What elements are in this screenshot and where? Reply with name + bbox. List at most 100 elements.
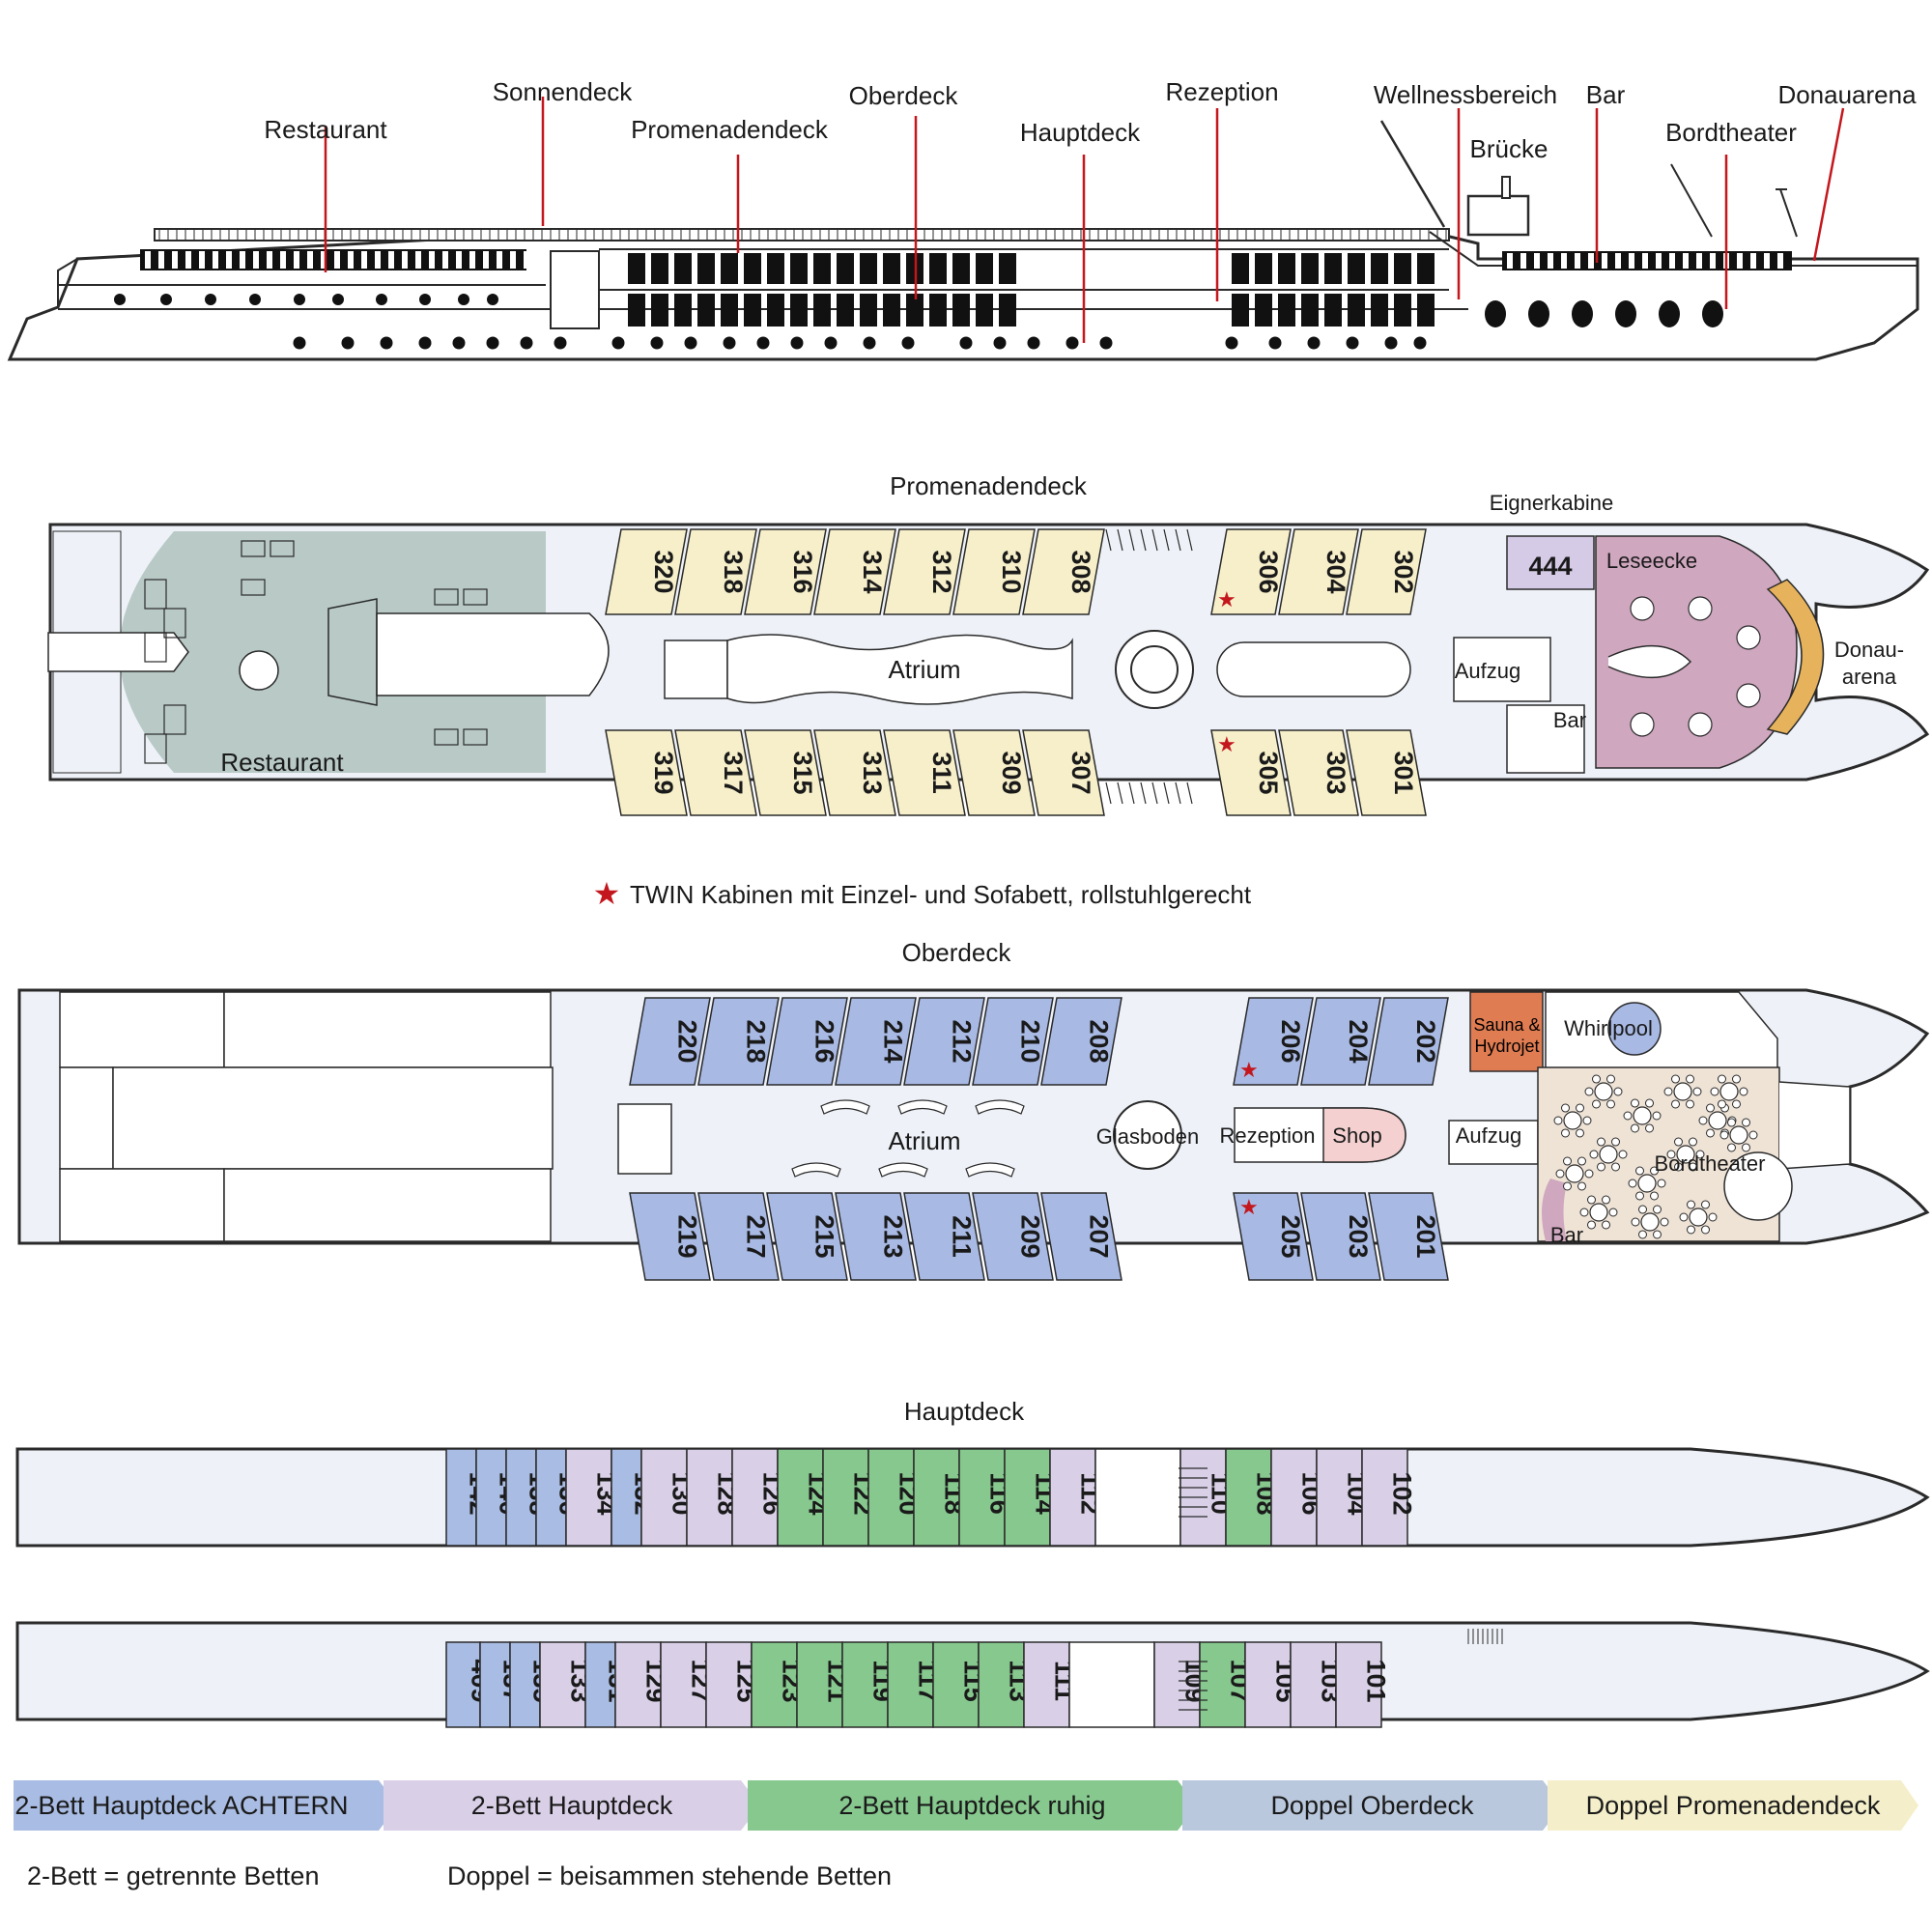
- cabin-number: 219: [673, 1214, 702, 1258]
- cabin-318[interactable]: 318: [674, 528, 757, 615]
- cabin-203[interactable]: 203: [1300, 1192, 1381, 1281]
- cabin-number: 305: [1254, 751, 1283, 794]
- cabin-214[interactable]: 214: [835, 997, 917, 1086]
- cabin-309[interactable]: 309: [952, 729, 1036, 816]
- cabin-204[interactable]: 204: [1300, 997, 1381, 1086]
- cabin-315[interactable]: 315: [744, 729, 827, 816]
- promenade-title: Promenadendeck: [890, 471, 1088, 500]
- cabin-303[interactable]: 303: [1278, 729, 1359, 816]
- cabin-130[interactable]: 130: [640, 1448, 696, 1547]
- cabin-201[interactable]: 201: [1368, 1192, 1449, 1281]
- cabin-number: 212: [948, 1019, 977, 1063]
- cabin-215[interactable]: 215: [766, 1192, 848, 1281]
- cabin-306[interactable]: 306★: [1210, 528, 1292, 615]
- atrium-label: Atrium: [888, 655, 960, 684]
- cabin-302[interactable]: 302: [1346, 528, 1427, 615]
- cabin-317[interactable]: 317: [674, 729, 757, 816]
- cabin-number: 310: [997, 550, 1026, 593]
- hauptdeck-plan: Hauptdeck 142140138136134132130128126124…: [15, 1397, 1930, 1728]
- legend-note-2bett: 2-Bett = getrennte Betten: [27, 1861, 320, 1890]
- cabin-202[interactable]: 202: [1368, 997, 1449, 1086]
- label-wellnessbereich: Wellnessbereich: [1374, 80, 1557, 109]
- hauptdeck-cabins: 1421401381361341321301281261241221201181…: [445, 1448, 1503, 1728]
- leseecke-label: Leseecke: [1606, 549, 1697, 573]
- cabin-311[interactable]: 311: [883, 729, 966, 816]
- cabin-number: 320: [649, 550, 678, 593]
- cabin-301[interactable]: 301: [1346, 729, 1427, 816]
- cabin-133[interactable]: 133: [539, 1641, 595, 1728]
- cabin-307[interactable]: 307: [1022, 729, 1105, 816]
- cabin-102[interactable]: 102: [1361, 1448, 1417, 1547]
- cabin-208[interactable]: 208: [1040, 997, 1122, 1086]
- label-bruecke: Brücke: [1470, 134, 1548, 163]
- twin-note-text: TWIN Kabinen mit Einzel- und Sofabett, r…: [630, 880, 1252, 909]
- ship-profile: Restaurant Sonnendeck Promenadendeck Obe…: [7, 77, 1919, 361]
- cabin-111[interactable]: 111: [1023, 1641, 1079, 1728]
- cabin-number: 316: [788, 550, 817, 593]
- cabin-119[interactable]: 119: [841, 1641, 897, 1728]
- cabin-206[interactable]: 206★: [1233, 997, 1314, 1086]
- cabin-304[interactable]: 304: [1278, 528, 1359, 615]
- cabin-207[interactable]: 207: [1040, 1192, 1122, 1281]
- cabin-310[interactable]: 310: [952, 528, 1036, 615]
- cabin-number: 204: [1344, 1019, 1373, 1063]
- cabin-316[interactable]: 316: [744, 528, 827, 615]
- legend-item-promenade: Doppel Promenadendeck: [1548, 1780, 1918, 1831]
- cabin-217[interactable]: 217: [697, 1192, 780, 1281]
- legend-item-ruhig: 2-Bett Hauptdeck ruhig: [748, 1780, 1197, 1831]
- cabin-211[interactable]: 211: [903, 1192, 985, 1281]
- cabin-number: 101: [1362, 1659, 1391, 1702]
- cabin-220[interactable]: 220: [629, 997, 711, 1086]
- cabin-number: 220: [673, 1019, 702, 1063]
- cabin-number: 202: [1411, 1019, 1440, 1063]
- cabin-314[interactable]: 314: [813, 528, 896, 615]
- cabin-number: 207: [1085, 1214, 1114, 1258]
- label-bar: Bar: [1586, 80, 1626, 109]
- cabin-number: 217: [742, 1214, 771, 1258]
- cabin-120[interactable]: 120: [867, 1448, 923, 1547]
- cabin-209[interactable]: 209: [972, 1192, 1054, 1281]
- cabin-number: 301: [1389, 751, 1418, 794]
- bordtheater-label: Bordtheater: [1655, 1151, 1766, 1176]
- label-bordtheater: Bordtheater: [1665, 118, 1797, 147]
- promenade-atrium: [726, 634, 1073, 705]
- promenade-bar-label: Bar: [1553, 708, 1586, 732]
- cabin-number: 209: [1016, 1214, 1045, 1258]
- cabin-218[interactable]: 218: [697, 997, 780, 1086]
- cabin-101[interactable]: 101: [1335, 1641, 1391, 1728]
- cabin-134[interactable]: 134: [565, 1448, 621, 1547]
- legend-note-doppel: Doppel = beisammen stehende Betten: [447, 1861, 893, 1890]
- restaurant-area: [120, 531, 546, 773]
- cabin-305[interactable]: 305★: [1210, 729, 1292, 816]
- cabin-313[interactable]: 313: [813, 729, 896, 816]
- donauarena-label-1: Donau-: [1834, 638, 1904, 662]
- portholes: [114, 294, 1427, 350]
- cabin-number: 303: [1321, 751, 1350, 794]
- cabin-212[interactable]: 212: [903, 997, 985, 1086]
- sauna-area: [1469, 991, 1544, 1072]
- star-icon: ★: [1239, 1058, 1259, 1082]
- cabin-210[interactable]: 210: [972, 997, 1054, 1086]
- glasboden-label: Glasboden: [1096, 1124, 1199, 1149]
- sauna-label-2: Hydrojet: [1474, 1037, 1539, 1056]
- cabin-312[interactable]: 312: [883, 528, 966, 615]
- donauarena-seating: [1766, 579, 1825, 735]
- cabin-205[interactable]: 205★: [1233, 1192, 1314, 1281]
- cabin-320[interactable]: 320: [605, 528, 688, 615]
- cabin-219[interactable]: 219: [629, 1192, 711, 1281]
- cabin-113[interactable]: 113: [978, 1641, 1034, 1728]
- cabin-number: 213: [879, 1214, 908, 1258]
- cabin-125[interactable]: 125: [705, 1641, 761, 1728]
- cabin-319[interactable]: 319: [605, 729, 688, 816]
- cabin-308[interactable]: 308: [1022, 528, 1105, 615]
- cabin-104[interactable]: 104: [1316, 1448, 1372, 1547]
- cabin-216[interactable]: 216: [766, 997, 848, 1086]
- cabin-213[interactable]: 213: [835, 1192, 917, 1281]
- promenade-aufzug: Aufzug: [1455, 659, 1521, 683]
- cabin-number: 308: [1066, 550, 1095, 593]
- cabin-115[interactable]: 115: [932, 1641, 988, 1728]
- cabin-number: 205: [1276, 1214, 1305, 1258]
- cabin-number: 203: [1344, 1214, 1373, 1258]
